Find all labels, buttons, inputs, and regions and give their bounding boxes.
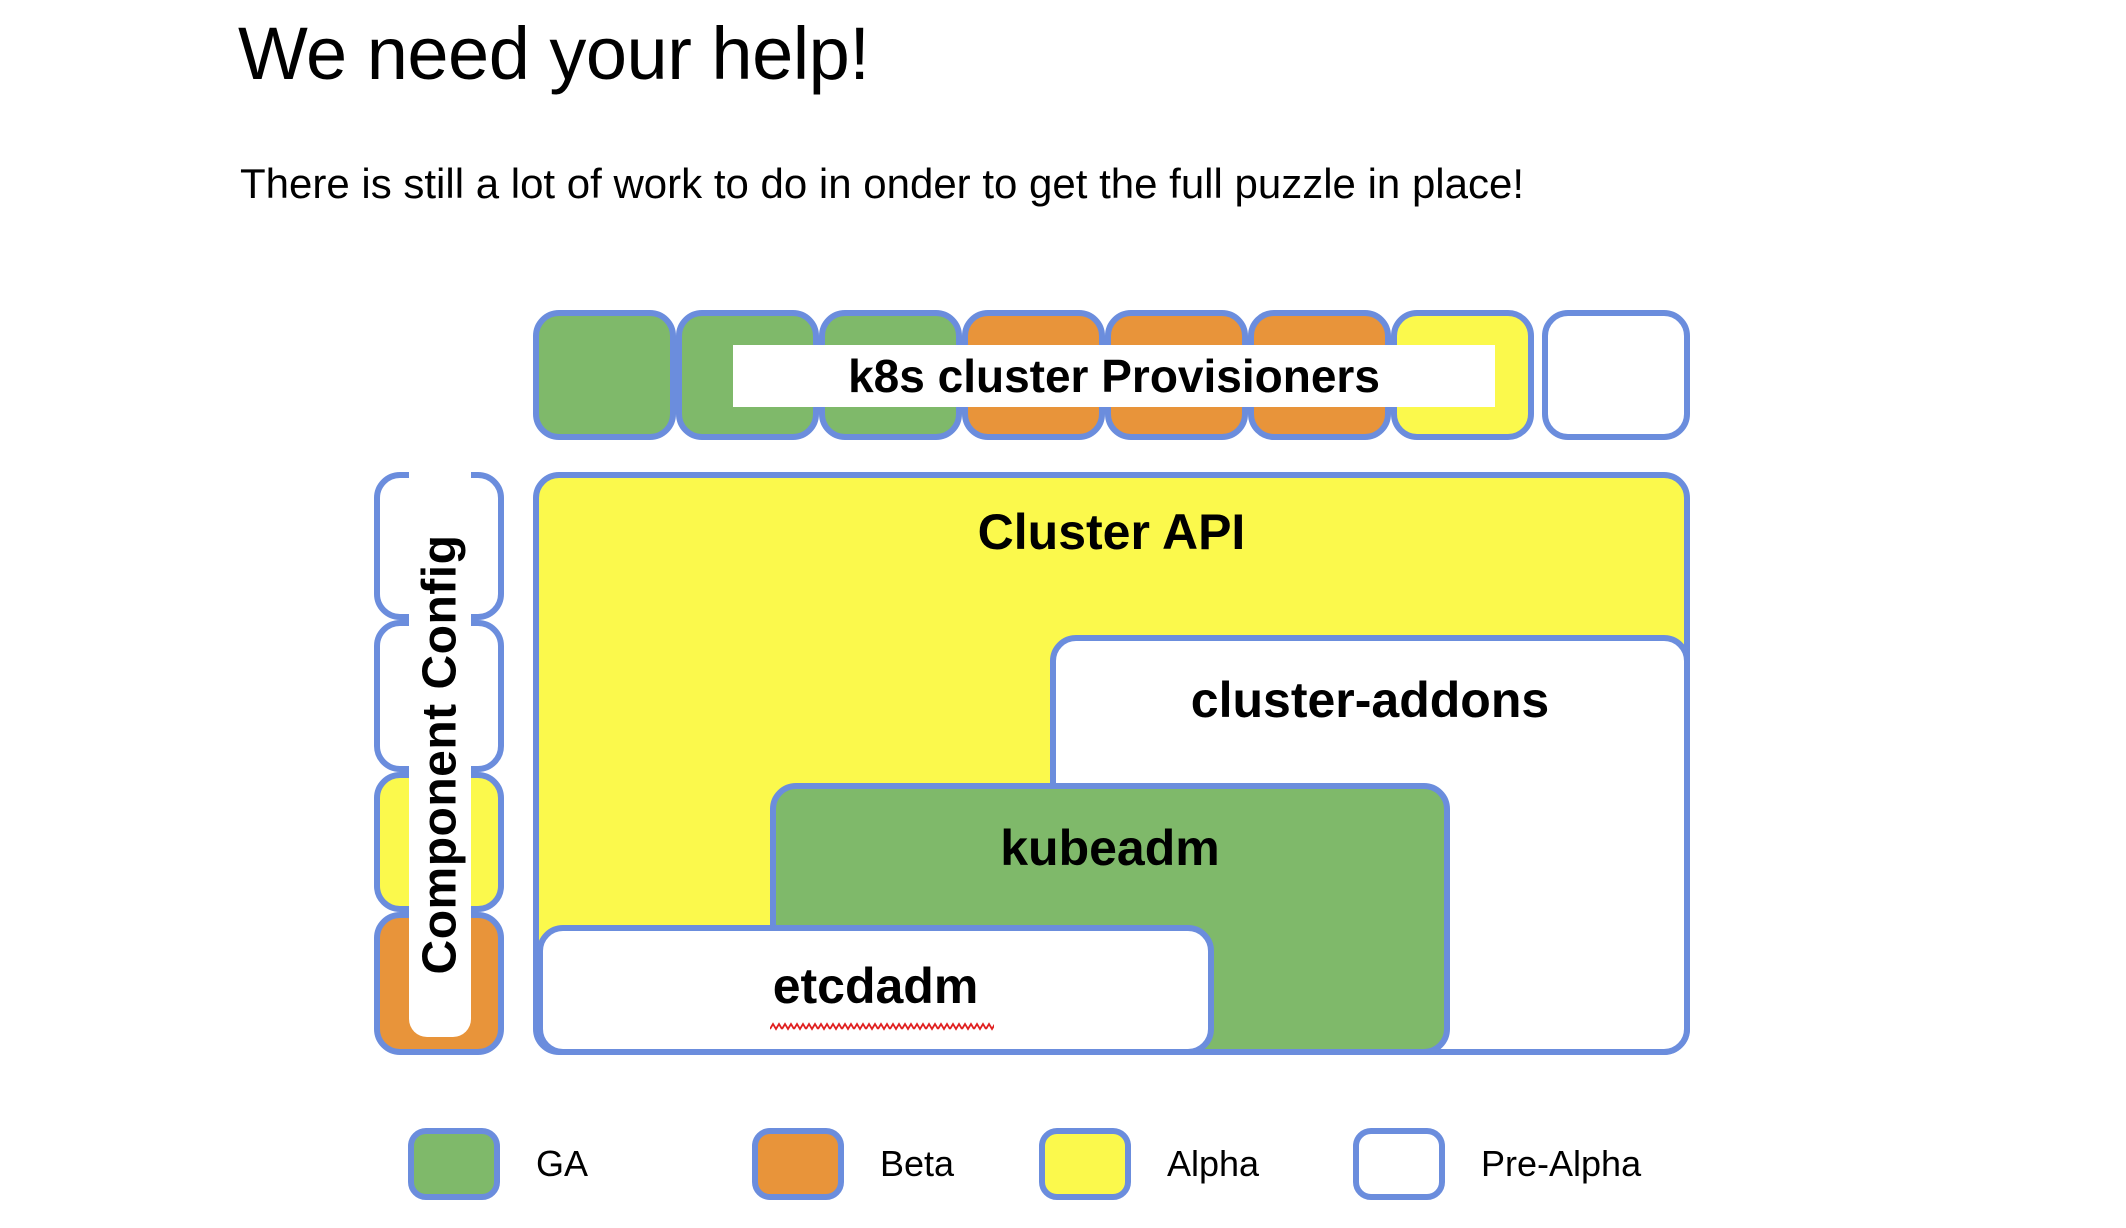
page-title: We need your help!: [238, 12, 870, 95]
legend-swatch-alpha: [1039, 1128, 1131, 1200]
spellcheck-squiggle-icon: [770, 1021, 994, 1032]
legend-swatch-ga: [408, 1128, 500, 1200]
legend-label-beta: Beta: [880, 1143, 955, 1184]
legend-swatch-beta: [752, 1128, 844, 1200]
cluster-api-label: Cluster API: [977, 504, 1246, 560]
cluster-addons-label: cluster-addons: [1190, 672, 1550, 728]
etcdadm-box[interactable]: etcdadm: [537, 925, 1214, 1055]
component-config-label: Component Config: [413, 534, 467, 975]
component-config-label-band: Component Config: [409, 472, 471, 1037]
etcdadm-label: etcdadm: [772, 958, 979, 1014]
provisioners-label-band: k8s cluster Provisioners: [733, 345, 1495, 407]
status-legend: GA Beta Alpha Pre-Alpha: [0, 1124, 2126, 1204]
legend-item-beta: Beta: [752, 1124, 954, 1204]
kubeadm-label: kubeadm: [1000, 820, 1220, 876]
page-subtitle: There is still a lot of work to do in on…: [240, 160, 1525, 207]
provisioner-box-1[interactable]: [533, 310, 676, 440]
legend-label-pre-alpha: Pre-Alpha: [1481, 1143, 1642, 1184]
legend-item-pre-alpha: Pre-Alpha: [1353, 1124, 1641, 1204]
legend-item-alpha: Alpha: [1039, 1124, 1259, 1204]
legend-item-ga: GA: [408, 1124, 588, 1204]
legend-label-alpha: Alpha: [1167, 1143, 1260, 1184]
legend-swatch-pre-alpha: [1353, 1128, 1445, 1200]
provisioner-box-8[interactable]: [1542, 310, 1690, 440]
provisioners-label: k8s cluster Provisioners: [848, 350, 1380, 402]
legend-label-ga: GA: [536, 1143, 589, 1184]
